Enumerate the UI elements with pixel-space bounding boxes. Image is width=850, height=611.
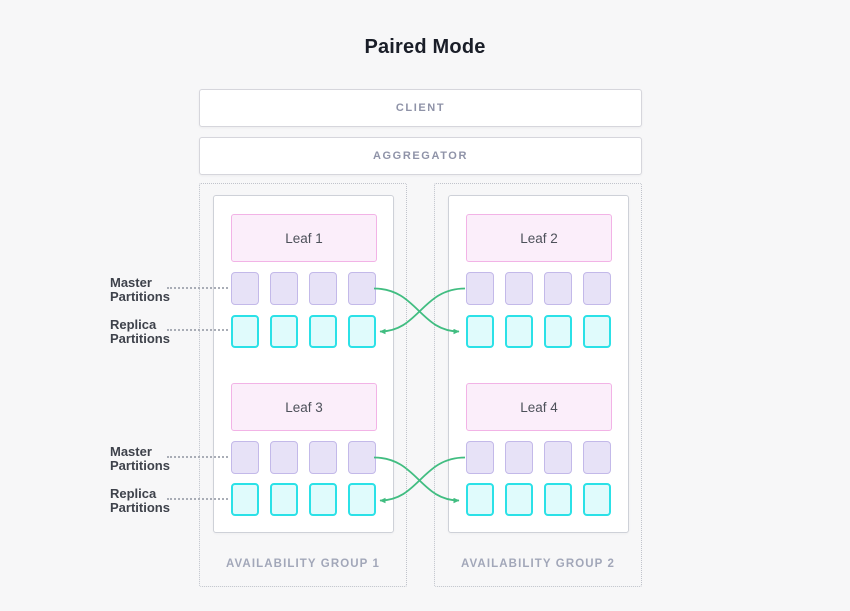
master-partition-square [583,272,611,305]
replica-partition-square [583,483,611,516]
replica-partition-square [505,483,533,516]
availability-group-1: Leaf 1 Leaf 3 AVAILABILITY GROUP 1 [199,183,407,587]
master-partition-square [583,441,611,474]
leader-line-master-bottom [167,456,228,458]
leaf-1-master-partition-row [231,272,377,305]
aggregator-label: AGGREGATOR [372,150,469,162]
leaf-2-master-partition-row [466,272,612,305]
master-partition-square [309,272,337,305]
replica-partition-square [231,315,259,348]
page-title: Paired Mode [364,36,486,58]
leaf-1-replica-partition-row [231,315,377,348]
master-partition-square [466,272,494,305]
leaf-container-group-2: Leaf 2 Leaf 4 [448,195,629,533]
leaf-3-master-partition-row [231,441,377,474]
replica-partition-square [309,483,337,516]
replica-partition-square [348,315,376,348]
replica-partitions-label-bottom: Replica Partitions [110,486,170,515]
replica-partition-square [231,483,259,516]
availability-group-1-label: AVAILABILITY GROUP 1 [225,558,381,570]
replica-partition-square [270,483,298,516]
leaf-4-node: Leaf 4 [466,383,612,431]
leader-line-replica-bottom [167,498,228,500]
aggregator-box: AGGREGATOR [199,137,642,175]
availability-group-2-label: AVAILABILITY GROUP 2 [460,558,616,570]
client-label: CLIENT [395,102,446,114]
replica-partition-square [309,315,337,348]
client-box: CLIENT [199,89,642,127]
leaf-4-replica-partition-row [466,483,612,516]
replica-partition-square [348,483,376,516]
leaf-2-replica-partition-row [466,315,612,348]
master-partition-square [505,272,533,305]
leader-line-master-top [167,287,228,289]
replica-partition-square [544,315,572,348]
leaf-2-node: Leaf 2 [466,214,612,262]
availability-group-2: Leaf 2 Leaf 4 AVAILABILITY GROUP 2 [434,183,642,587]
master-partition-square [348,272,376,305]
leaf-3-node: Leaf 3 [231,383,377,431]
master-partition-square [505,441,533,474]
master-partition-square [466,441,494,474]
master-partition-square [544,441,572,474]
master-partition-square [309,441,337,474]
replica-partitions-label-top: Replica Partitions [110,317,170,346]
leaf-3-replica-partition-row [231,483,377,516]
master-partition-square [270,272,298,305]
leaf-1-node: Leaf 1 [231,214,377,262]
replica-partition-square [466,483,494,516]
leaf-4-master-partition-row [466,441,612,474]
replica-partition-square [583,315,611,348]
replica-partition-square [505,315,533,348]
master-partitions-label-top: Master Partitions [110,275,170,304]
replica-partition-square [544,483,572,516]
master-partition-square [348,441,376,474]
master-partition-square [231,272,259,305]
leaf-container-group-1: Leaf 1 Leaf 3 [213,195,394,533]
leader-line-replica-top [167,329,228,331]
master-partition-square [231,441,259,474]
replica-partition-square [270,315,298,348]
master-partition-square [544,272,572,305]
replica-partition-square [466,315,494,348]
master-partition-square [270,441,298,474]
master-partitions-label-bottom: Master Partitions [110,444,170,473]
